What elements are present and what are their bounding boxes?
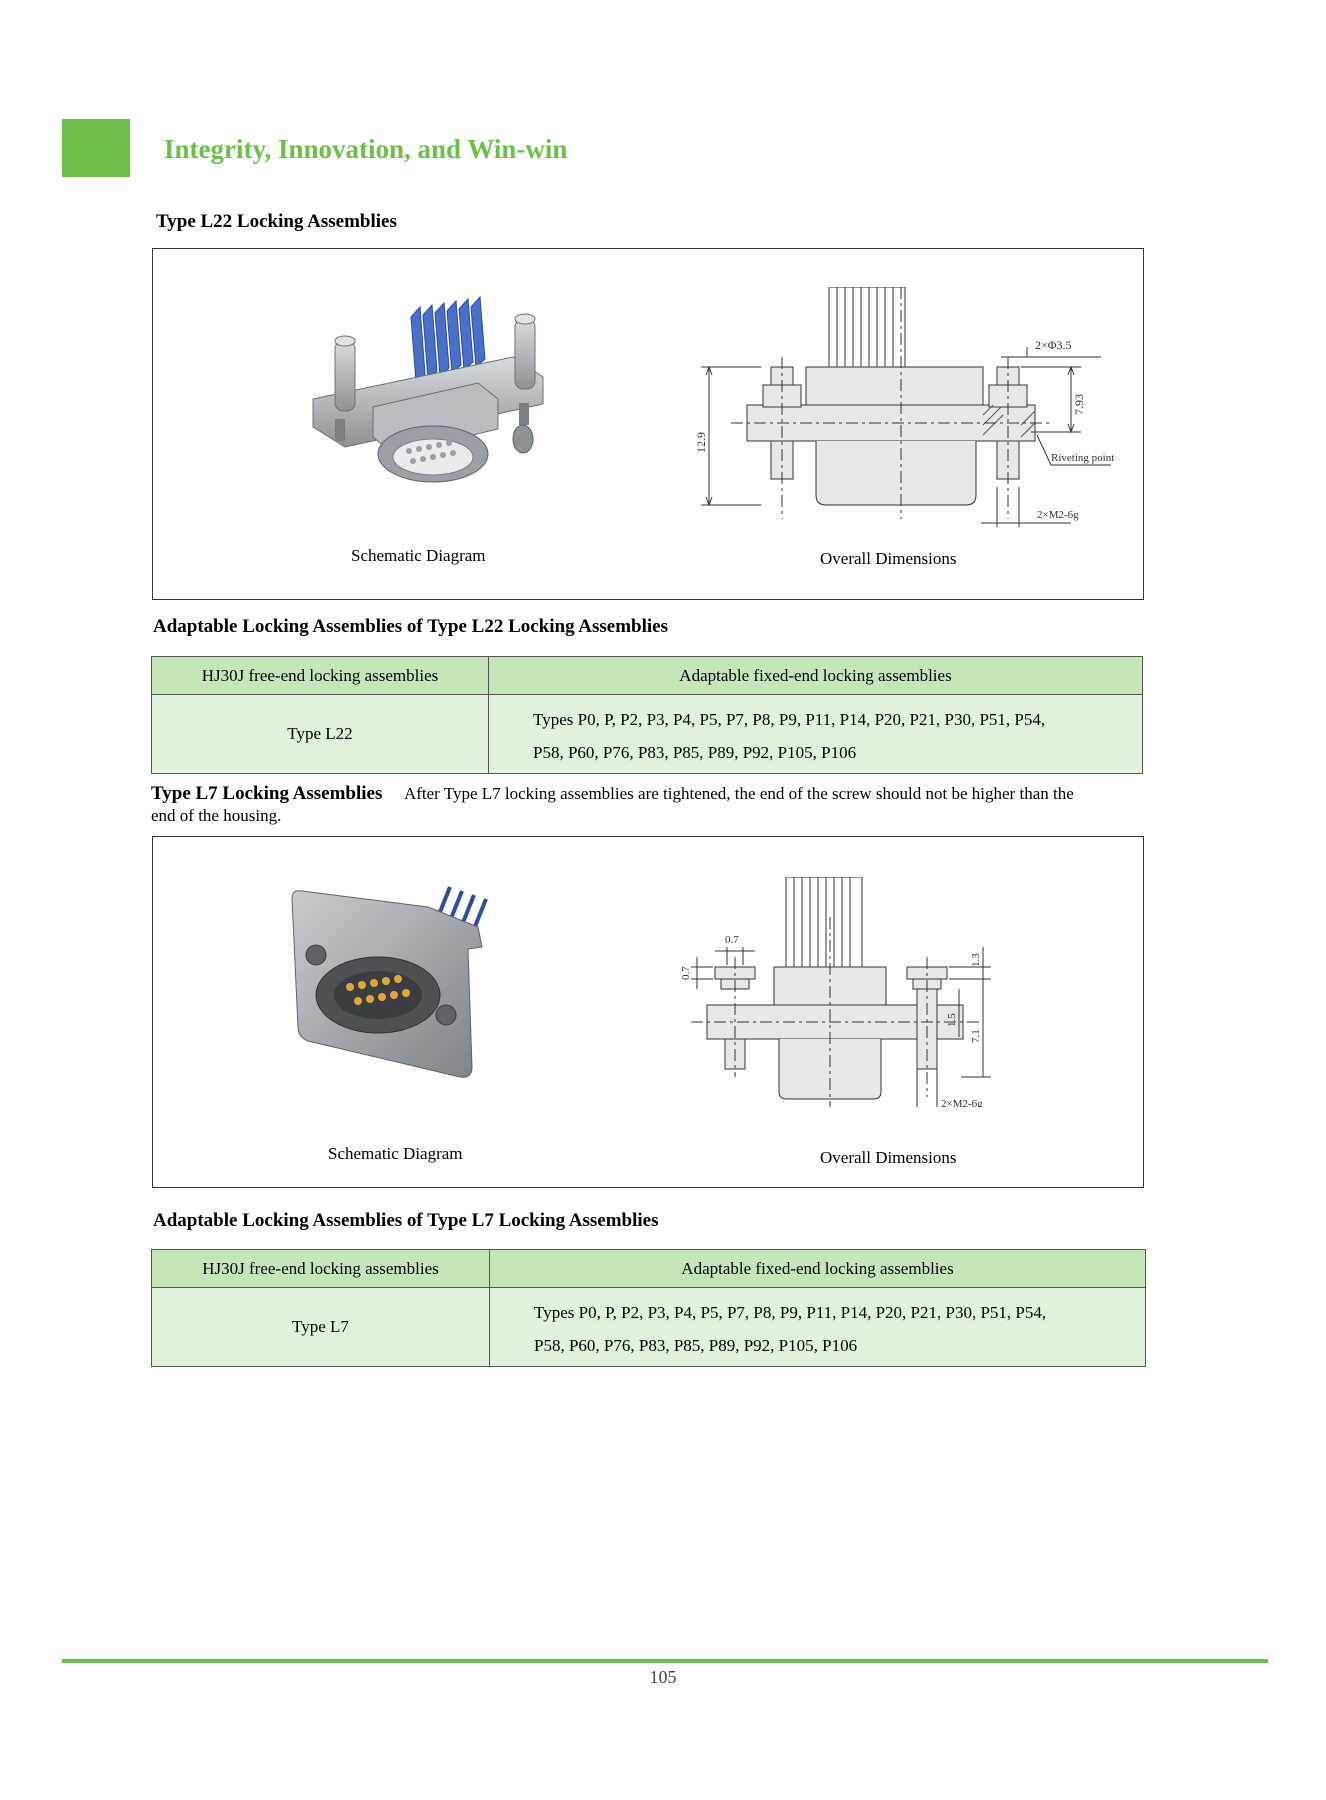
l22-compat-table: HJ30J free-end locking assemblies Adapta… (151, 656, 1143, 774)
l22-dimension-drawing: 2×Φ3.5 7.93 12.9 Riveting point 2×M2-6g (694, 287, 1114, 527)
l7-dim-right-total: 7.1 (970, 1029, 982, 1043)
page-header-title: Integrity, Innovation, and Win-win (164, 134, 568, 164)
l22-dim-hole: 2×Φ3.5 (1035, 338, 1072, 352)
table-col-header: Adaptable fixed-end locking assemblies (488, 656, 1143, 695)
l7-section-title: Type L7 Locking Assemblies (151, 783, 383, 804)
header-green-square (62, 119, 130, 177)
l7-schematic-caption: Schematic Diagram (328, 1144, 463, 1163)
table-cell-types: Types P0, P, P2, P3, P4, P5, P7, P8, P9,… (488, 694, 1143, 774)
table-row: Type L7 Types P0, P, P2, P3, P4, P5, P7,… (151, 1287, 1146, 1367)
l22-section-title: Type L22 Locking Assemblies (156, 211, 397, 232)
l7-dim-top-width: 0.7 (725, 934, 739, 946)
l7-dim-right-mid: 1.5 (946, 1013, 958, 1027)
l22-schematic-caption: Schematic Diagram (351, 546, 486, 565)
table-cell-line: P58, P60, P76, P83, P85, P89, P92, P105,… (534, 1336, 858, 1355)
table-cell-line: Types P0, P, P2, P3, P4, P5, P7, P8, P9,… (533, 710, 1046, 729)
l22-dim-riveting: Riveting point (1051, 452, 1114, 464)
l22-dim-height-total: 12.9 (694, 432, 708, 453)
l7-dim-thread: 2×M2-6g (941, 1098, 983, 1107)
l7-dimension-drawing: 0.7 0.7 1.3 1.5 7.1 2×M2-6g (680, 877, 991, 1107)
table-col-header: HJ30J free-end locking assemblies (151, 1249, 490, 1288)
l22-table-title: Adaptable Locking Assemblies of Type L22… (153, 616, 669, 637)
l7-figure-box: Schematic Diagram (152, 836, 1144, 1188)
table-cell-types: Types P0, P, P2, P3, P4, P5, P7, P8, P9,… (489, 1287, 1146, 1367)
l22-dim-thread: 2×M2-6g (1037, 509, 1079, 521)
l22-dim-height-upper: 7.93 (1072, 394, 1086, 415)
l7-dim-left-height: 0.7 (680, 966, 692, 980)
l7-compat-table: HJ30J free-end locking assemblies Adapta… (151, 1249, 1146, 1367)
table-header-row: HJ30J free-end locking assemblies Adapta… (151, 656, 1143, 695)
l7-intro: Type L7 Locking Assemblies After Type L7… (151, 783, 1146, 827)
footer-rule (62, 1659, 1268, 1663)
l7-table-title: Adaptable Locking Assemblies of Type L7 … (153, 1210, 659, 1231)
table-col-header: Adaptable fixed-end locking assemblies (489, 1249, 1146, 1288)
l7-dimensions-caption: Overall Dimensions (820, 1148, 957, 1167)
l22-figure-box: Schematic Diagram (152, 248, 1144, 600)
table-cell-line: P58, P60, P76, P83, P85, P89, P92, P105,… (533, 743, 857, 762)
table-cell-line: Types P0, P, P2, P3, P4, P5, P7, P8, P9,… (534, 1303, 1047, 1322)
l22-dimensions-caption: Overall Dimensions (820, 549, 957, 568)
table-row: Type L22 Types P0, P, P2, P3, P4, P5, P7… (151, 694, 1143, 774)
l7-schematic-image (291, 886, 488, 1078)
l22-schematic-image (312, 295, 544, 483)
page-number: 105 (649, 1667, 677, 1687)
table-header-row: HJ30J free-end locking assemblies Adapta… (151, 1249, 1146, 1288)
table-cell-type: Type L22 (151, 694, 489, 774)
l7-dim-right-top: 1.3 (970, 953, 982, 967)
table-col-header: HJ30J free-end locking assemblies (151, 656, 489, 695)
table-cell-type: Type L7 (151, 1287, 490, 1367)
l7-note-continued: end of the housing. (151, 806, 282, 825)
l7-note: After Type L7 locking assemblies are tig… (403, 784, 1074, 803)
